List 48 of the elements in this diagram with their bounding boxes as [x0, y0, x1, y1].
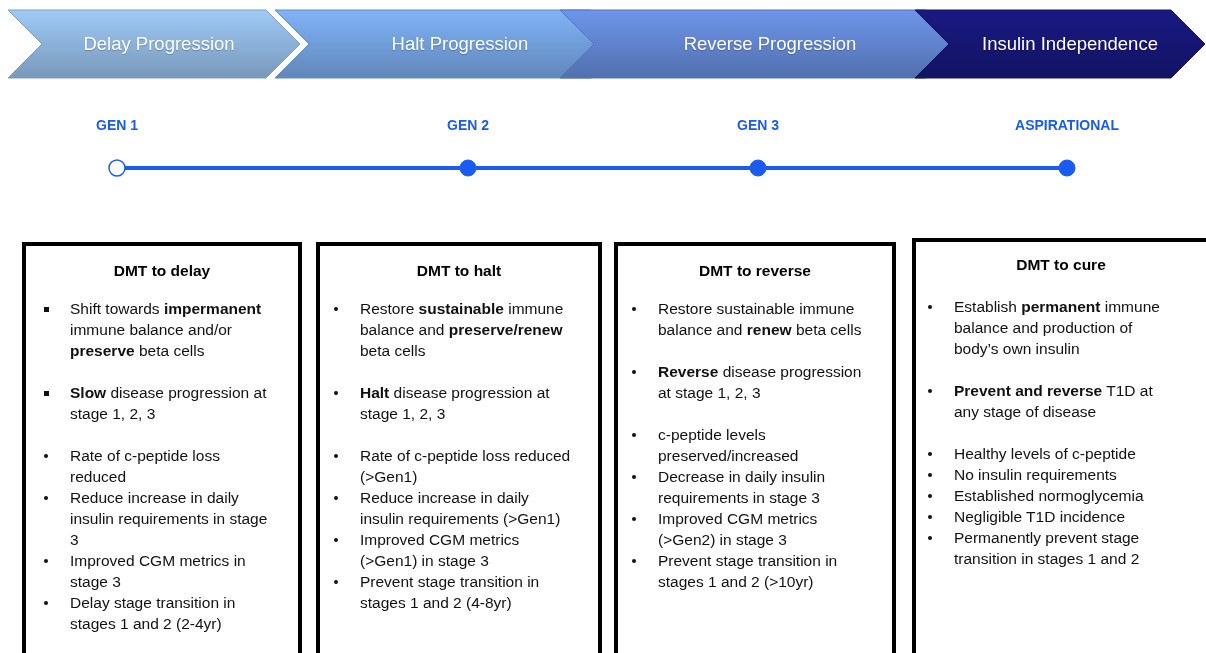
bullet-text: c-peptide levels preserved/increased	[658, 425, 800, 466]
bullet-text: Establish permanent immune balance and production of body’s own insulin	[954, 297, 1161, 359]
stage-card	[316, 242, 602, 653]
stage-label: Delay Progression	[83, 33, 235, 55]
bullet-text: Shift towards impermanent immune balance and/or preserve beta cells	[70, 299, 263, 361]
bullet-text: Rate of c-peptide loss reduced (>Gen1)	[360, 446, 572, 487]
timeline-marker	[749, 159, 767, 177]
timeline-line	[476, 166, 750, 170]
bullet-text: Prevent stage transition in stages 1 and 2 (>10yr)	[658, 551, 839, 592]
bullet-text: Rate of c-peptide loss reduced	[70, 446, 221, 487]
generation-label: GEN 2	[447, 117, 489, 133]
bullet-text: Halt disease progression at stage 1, 2, 3	[360, 383, 551, 424]
bullet-text: Established normoglycemia	[954, 486, 1145, 506]
stage-card	[912, 238, 1206, 653]
generation-label: GEN 3	[737, 117, 779, 133]
bullet-text: Reduce increase in daily insulin requirements in stage 3	[70, 488, 269, 550]
bullet-text: Improved CGM metrics (>Gen1) in stage 3	[360, 530, 521, 571]
bullet-text: Slow disease progression at stage 1, 2, 3	[70, 383, 268, 424]
bullet-text: Negligible T1D incidence	[954, 507, 1127, 527]
timeline-marker	[108, 159, 126, 177]
stage-label: Reverse Progression	[683, 33, 857, 55]
bullet-text: Reverse disease progression at stage 1, 2, 3	[658, 362, 863, 403]
bullet-text: Restore sustainable immune balance and preserve/renew beta cells	[360, 299, 565, 361]
timeline-line	[125, 166, 460, 170]
timeline-marker	[1058, 159, 1076, 177]
bullet-text: Improved CGM metrics (>Gen2) in stage 3	[658, 509, 819, 550]
bullet-text: Healthy levels of c-peptide	[954, 444, 1137, 464]
bullet-text: Prevent stage transition in stages 1 and 2 (4-8yr)	[360, 572, 541, 613]
card-heading: DMT to delay	[113, 262, 211, 280]
bullet-text: Decrease in daily insulin requirements in stage 3	[658, 467, 827, 508]
stage-label: Insulin Independence	[982, 33, 1158, 55]
card-heading: DMT to reverse	[699, 262, 811, 280]
bullet-text: No insulin requirements	[954, 465, 1118, 485]
bullet-text: Reduce increase in daily insulin requirements (>Gen1)	[360, 488, 562, 529]
bullet-text: Improved CGM metrics in stage 3	[70, 551, 247, 592]
card-heading: DMT to halt	[416, 262, 502, 280]
card-heading: DMT to cure	[1016, 256, 1106, 274]
bullet-text: Permanently prevent stage transition in stages 1 and 2	[954, 528, 1141, 569]
generation-label: ASPIRATIONAL	[1015, 117, 1119, 133]
stage-card	[614, 242, 896, 653]
stage-label: Halt Progression	[391, 33, 529, 55]
bullet-text: Restore sustainable immune balance and renew beta cells	[658, 299, 863, 340]
stage-card	[22, 242, 302, 653]
generation-label: GEN 1	[96, 117, 138, 133]
timeline-line	[766, 166, 1059, 170]
timeline-marker	[459, 159, 477, 177]
bullet-text: Delay stage transition in stages 1 and 2 (2-4yr)	[70, 593, 237, 634]
bullet-text: Prevent and reverse T1D at any stage of disease	[954, 381, 1154, 422]
